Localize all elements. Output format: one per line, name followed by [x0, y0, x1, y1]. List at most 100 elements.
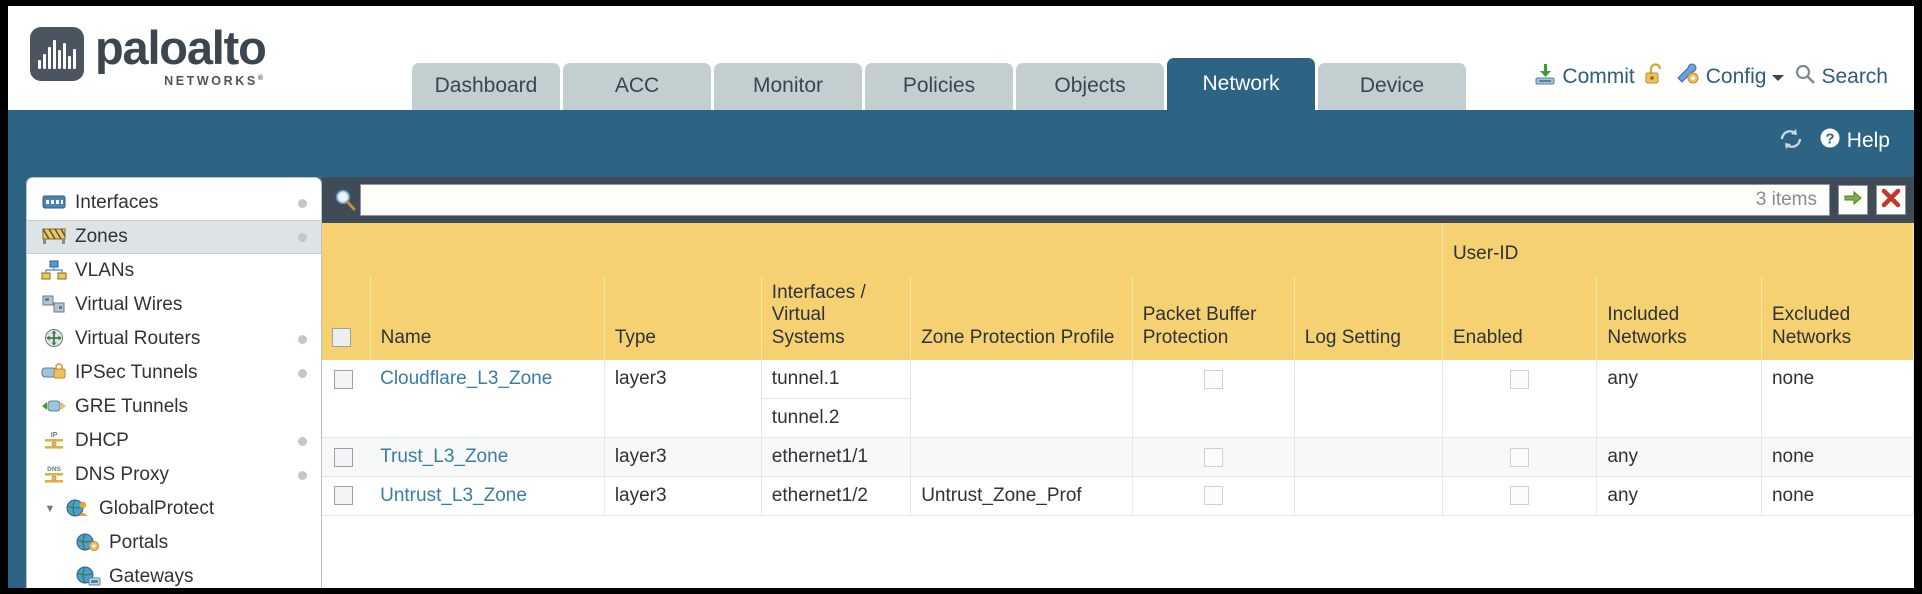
tab-network[interactable]: Network	[1167, 58, 1315, 110]
status-dot	[298, 368, 307, 378]
sidebar-item-globalprotect[interactable]: ▼ GlobalProtect	[27, 492, 321, 526]
select-all-checkbox[interactable]	[332, 328, 351, 348]
chevron-down-icon	[1771, 65, 1785, 89]
cell-log-setting	[1294, 437, 1443, 477]
table-row[interactable]: Trust_L3_Zone layer3 ethernet1/1	[322, 437, 1914, 477]
select-all-header	[322, 276, 371, 361]
sidebar-item-gre-tunnels[interactable]: GRE Tunnels	[27, 390, 321, 424]
cell-log-setting	[1294, 476, 1443, 516]
sidebar-item-interfaces[interactable]: Interfaces	[27, 186, 321, 220]
column-header-excluded-networks[interactable]: Excluded Networks	[1761, 276, 1914, 361]
sidebar-item-dns-proxy[interactable]: DNS DNS Proxy	[27, 458, 321, 492]
sidebar-item-label: Gateways	[109, 566, 194, 587]
tab-device[interactable]: Device	[1318, 63, 1466, 110]
status-dot	[298, 198, 307, 208]
unlock-button[interactable]	[1644, 62, 1666, 92]
column-header-name[interactable]: Name	[370, 276, 605, 361]
dhcp-icon: IP	[41, 430, 67, 452]
zone-name-link[interactable]: Trust_L3_Zone	[380, 446, 509, 468]
tab-acc[interactable]: ACC	[563, 63, 711, 110]
row-checkbox[interactable]	[334, 486, 353, 506]
commit-label: Commit	[1562, 65, 1635, 88]
sidebar-item-portals[interactable]: Portals	[27, 526, 321, 560]
svg-text:?: ?	[1825, 131, 1834, 148]
search-input[interactable]: 3 items	[360, 184, 1830, 216]
row-select-cell	[322, 437, 371, 477]
column-header-zone-protection-profile[interactable]: Zone Protection Profile	[910, 276, 1133, 361]
help-label: Help	[1846, 129, 1890, 152]
vlans-icon	[41, 260, 67, 282]
cell-type: layer3	[604, 360, 762, 439]
search-button[interactable]: Search	[1794, 63, 1888, 91]
filter-toolbar: 3 items	[322, 177, 1914, 223]
collapse-triangle-icon[interactable]: ▼	[44, 503, 56, 515]
packet-buffer-protection-checkbox[interactable]	[1203, 369, 1223, 389]
search-icon	[1794, 63, 1816, 91]
red-x-icon	[1881, 188, 1901, 213]
column-header-packet-buffer-protection[interactable]: Packet Buffer Protection	[1132, 276, 1295, 361]
cell-excluded-networks: none	[1761, 476, 1914, 516]
cell-user-id-enabled	[1442, 360, 1598, 439]
filter-search-icon[interactable]	[330, 187, 360, 213]
cell-excluded-networks: none	[1761, 360, 1914, 439]
packet-buffer-protection-checkbox[interactable]	[1203, 486, 1223, 506]
column-header-log-setting[interactable]: Log Setting	[1294, 276, 1443, 361]
user-id-group-header: User-ID	[1442, 223, 1914, 276]
brand-name: paloalto	[95, 21, 267, 74]
virtual-wires-icon	[41, 294, 67, 316]
packet-buffer-protection-checkbox[interactable]	[1203, 447, 1223, 467]
clear-filter-button[interactable]	[1876, 185, 1906, 215]
green-arrow-icon	[1843, 188, 1863, 213]
left-sidebar: Interfaces Zones VLANs Vir	[26, 177, 322, 588]
commit-button[interactable]: Commit	[1533, 62, 1635, 92]
status-dot	[298, 470, 307, 480]
status-dot	[298, 232, 307, 242]
sidebar-item-label: Interfaces	[75, 192, 159, 213]
zones-table: User-ID Name Type Interfaces / Virtual S…	[322, 223, 1914, 516]
sidebar-item-dhcp[interactable]: IP DHCP	[27, 424, 321, 458]
help-button[interactable]: ? Help	[1818, 126, 1890, 156]
column-header-included-networks[interactable]: Included Networks	[1596, 276, 1762, 361]
commit-icon	[1533, 62, 1557, 92]
table-row[interactable]: Untrust_L3_Zone layer3 ethernet1/2 Untru…	[322, 476, 1914, 516]
tab-dashboard[interactable]: Dashboard	[412, 63, 560, 110]
config-menu[interactable]: Config	[1675, 62, 1786, 92]
config-label: Config	[1705, 65, 1767, 88]
tab-objects[interactable]: Objects	[1016, 63, 1164, 110]
tab-monitor[interactable]: Monitor	[714, 63, 862, 110]
column-header-enabled[interactable]: Enabled	[1442, 276, 1598, 361]
sidebar-item-vlans[interactable]: VLANs	[27, 254, 321, 288]
cell-name: Cloudflare_L3_Zone	[370, 360, 605, 439]
sidebar-item-label: IPSec Tunnels	[75, 362, 198, 383]
sidebar-item-ipsec-tunnels[interactable]: IPSec Tunnels	[27, 356, 321, 390]
sidebar-item-label: Virtual Wires	[75, 294, 183, 315]
column-header-type[interactable]: Type	[604, 276, 762, 361]
secondary-blue-band: ? Help	[8, 110, 1914, 177]
zone-name-link[interactable]: Cloudflare_L3_Zone	[380, 368, 553, 390]
status-dot	[298, 334, 307, 344]
tab-policies[interactable]: Policies	[865, 63, 1013, 110]
unlock-icon	[1644, 62, 1666, 92]
sidebar-item-zones[interactable]: Zones	[27, 220, 321, 254]
gre-tunnels-icon	[41, 396, 67, 418]
zone-name-link[interactable]: Untrust_L3_Zone	[380, 484, 527, 506]
apply-filter-button[interactable]	[1838, 185, 1868, 215]
row-checkbox[interactable]	[334, 369, 353, 389]
refresh-icon[interactable]	[1778, 127, 1804, 156]
row-checkbox[interactable]	[334, 447, 353, 467]
cell-packet-buffer-protection	[1132, 437, 1295, 477]
cell-interfaces: ethernet1/2	[761, 476, 912, 516]
column-header-interfaces[interactable]: Interfaces / Virtual Systems	[761, 276, 912, 361]
page-body: Interfaces Zones VLANs Vir	[8, 177, 1914, 588]
interfaces-icon	[41, 192, 67, 214]
sidebar-item-virtual-wires[interactable]: Virtual Wires	[27, 288, 321, 322]
row-select-cell	[322, 360, 371, 439]
interface-item: tunnel.2	[761, 399, 911, 438]
user-id-enabled-checkbox[interactable]	[1510, 369, 1530, 389]
cell-name: Trust_L3_Zone	[370, 437, 605, 477]
sidebar-item-virtual-routers[interactable]: Virtual Routers	[27, 322, 321, 356]
sidebar-item-gateways[interactable]: Gateways	[27, 560, 321, 588]
user-id-enabled-checkbox[interactable]	[1510, 447, 1530, 467]
cell-included-networks: any	[1596, 360, 1762, 439]
user-id-enabled-checkbox[interactable]	[1510, 486, 1530, 506]
